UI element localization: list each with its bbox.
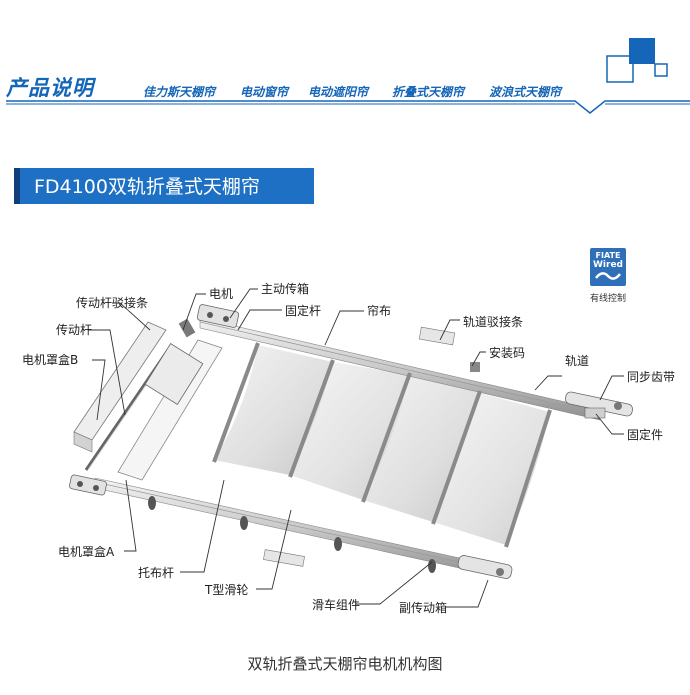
label-track-connector: 轨道驳接条	[463, 315, 524, 329]
label-curtain: 帘布	[367, 304, 392, 318]
label-mounting-code: 安装码	[489, 346, 526, 360]
label-cloth-rod: 托布杆	[138, 566, 175, 580]
brand-title: 产品说明	[6, 76, 94, 100]
back-track	[199, 317, 601, 421]
diagram-caption: 双轨折叠式天棚帘电机机构图	[247, 655, 443, 673]
fixing-part	[584, 407, 606, 419]
motor-cover-b-part	[73, 321, 167, 453]
label-fixing-part: 固定件	[627, 428, 664, 442]
badge-caption: 有线控制	[589, 294, 626, 304]
leader-lines	[88, 288, 624, 608]
label-drive-rod: 传动杆	[56, 323, 93, 337]
label-drive-rod-connector: 传动杆驳接条	[76, 296, 149, 310]
label-t-pulley: T型滑轮	[205, 583, 249, 597]
label-motor: 电机	[209, 287, 234, 301]
nav-link-electric-sunshade[interactable]: 电动遮阳帘	[308, 85, 369, 99]
label-track: 轨道	[565, 354, 590, 368]
secondary-gearbox-part	[457, 555, 513, 579]
nav-link-folding-canopy[interactable]: 折叠式天棚帘	[392, 85, 465, 99]
spare-connector-part	[263, 549, 305, 567]
label-motor-cover-b: 电机罩盒B	[22, 353, 79, 367]
header-decoration	[6, 38, 690, 114]
badge-brand: FIATE	[595, 251, 621, 260]
main-gearbox-part	[196, 304, 240, 328]
badge-type: Wired	[593, 260, 623, 270]
label-secondary-gearbox: 副传动箱	[399, 601, 448, 615]
label-fixed-rod: 固定杆	[285, 304, 322, 318]
left-front-end-part	[69, 474, 107, 496]
pulleys	[148, 496, 436, 573]
mounting-code-part	[470, 362, 480, 372]
nav-link-electric-curtain[interactable]: 电动窗帘	[240, 85, 289, 99]
wired-control-badge: FIATE Wired	[590, 248, 626, 286]
label-pulley-assembly: 滑车组件	[312, 598, 361, 612]
label-main-gearbox: 主动传箱	[261, 282, 310, 296]
label-motor-cover-a: 电机罩盒A	[58, 545, 115, 559]
product-title: FD4100双轨折叠式天棚帘	[34, 176, 260, 198]
product-title-bar: FD4100双轨折叠式天棚帘	[14, 168, 314, 204]
motor-part	[144, 318, 204, 405]
label-timing-belt: 同步齿带	[627, 370, 676, 384]
cloth-rods	[212, 342, 552, 548]
track-connector-part	[418, 326, 456, 346]
header: 产品说明 佳力斯天棚帘 电动窗帘 电动遮阳帘 折叠式天棚帘 波浪式天棚帘	[0, 0, 690, 130]
nav-link-jialisi[interactable]: 佳力斯天棚帘	[143, 85, 216, 99]
nav-link-wave-canopy[interactable]: 波浪式天棚帘	[489, 85, 562, 99]
wave-icon	[595, 272, 621, 280]
